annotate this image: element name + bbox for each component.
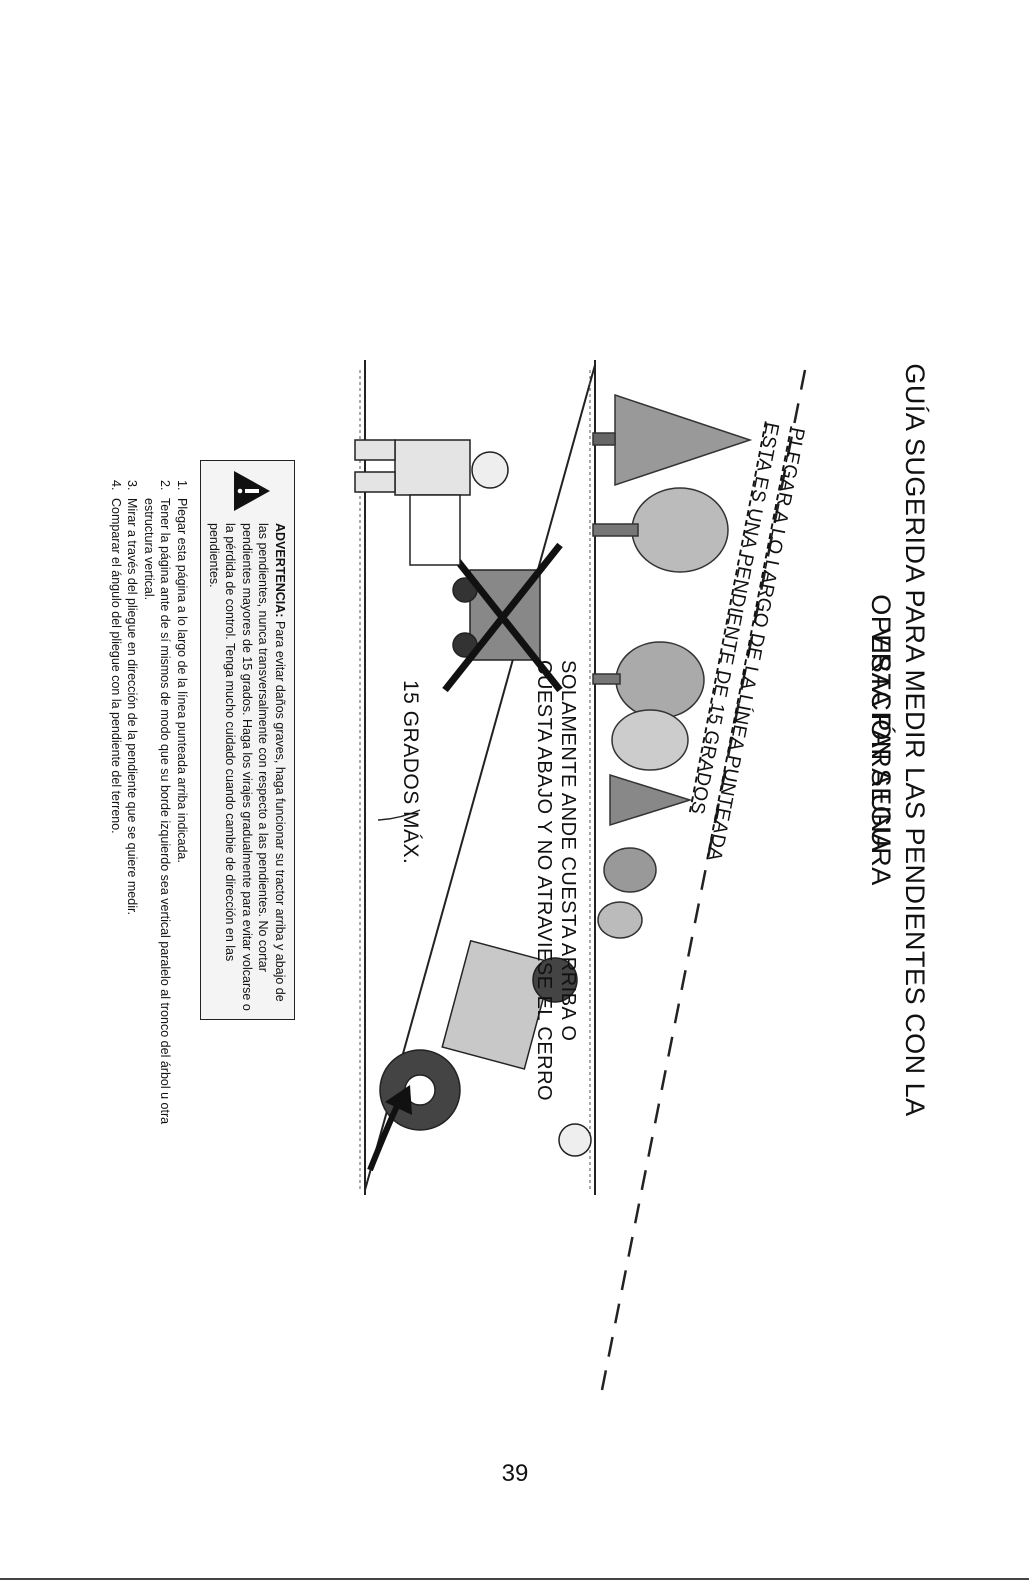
riding-tractor [379, 939, 592, 1157]
measurement-steps-list: 1.Plegar esta página a lo largo de la lí… [108, 480, 191, 1160]
tree-group [592, 393, 753, 939]
warning-box: ADVERTENCIA: Para evitar daños graves, h… [200, 460, 295, 1020]
crossed-out-mower [442, 542, 563, 693]
bottom-divider [0, 1578, 1029, 1580]
warning-triangle-icon [234, 471, 270, 511]
tree-icon [615, 641, 705, 719]
slope-direction-instruction: SOLAMENTE ANDE CUESTA ARRIBA O CUESTA AB… [532, 660, 580, 1101]
pine-tree-icon [614, 393, 753, 487]
list-item: 1.Plegar esta página a lo largo de la lí… [175, 480, 189, 863]
tree-icon [597, 901, 643, 939]
pine-tree-icon [609, 773, 693, 827]
tree-icon [631, 487, 729, 573]
ground-hatching [359, 370, 591, 1190]
person-folding-page [354, 439, 509, 566]
list-item: 4.Comparar el ángulo del pliegue con la … [109, 480, 123, 834]
max-degrees-label: 15 GRADOS MÁX. [399, 680, 422, 865]
warning-label: ADVERTENCIA: [273, 523, 287, 618]
tree-icon [611, 709, 689, 771]
angle-arc [377, 809, 421, 821]
rotated-page-content: GUÍA SUGERIDA PARA MEDIR LAS PENDIENTES … [20, 40, 1010, 1430]
slope-illustration [354, 360, 807, 1401]
cross-mark [442, 542, 563, 693]
fold-dashed-line [598, 369, 807, 1401]
list-item: 3.Mirar a través del pliegue en direcció… [125, 480, 140, 915]
page-number: 39 [501, 1460, 529, 1487]
tractor-front-wheel [532, 957, 578, 1003]
warning-text: ADVERTENCIA: Para evitar daños graves, h… [206, 523, 289, 1013]
instruction-line-2: CUESTA ABAJO Y NO ATRAVIESE EL CERRO [533, 660, 555, 1102]
slope-ground-line [364, 364, 596, 1191]
list-item: 2.Tener la página ante de sí mismos de m… [142, 480, 173, 1125]
instruction-line-1: SOLAMENTE ANDE CUESTA ARRIBA O [557, 660, 579, 1042]
tractor-driver-head [558, 1123, 592, 1157]
tree-icon [603, 847, 657, 893]
arrow-head-icon [385, 1085, 412, 1115]
